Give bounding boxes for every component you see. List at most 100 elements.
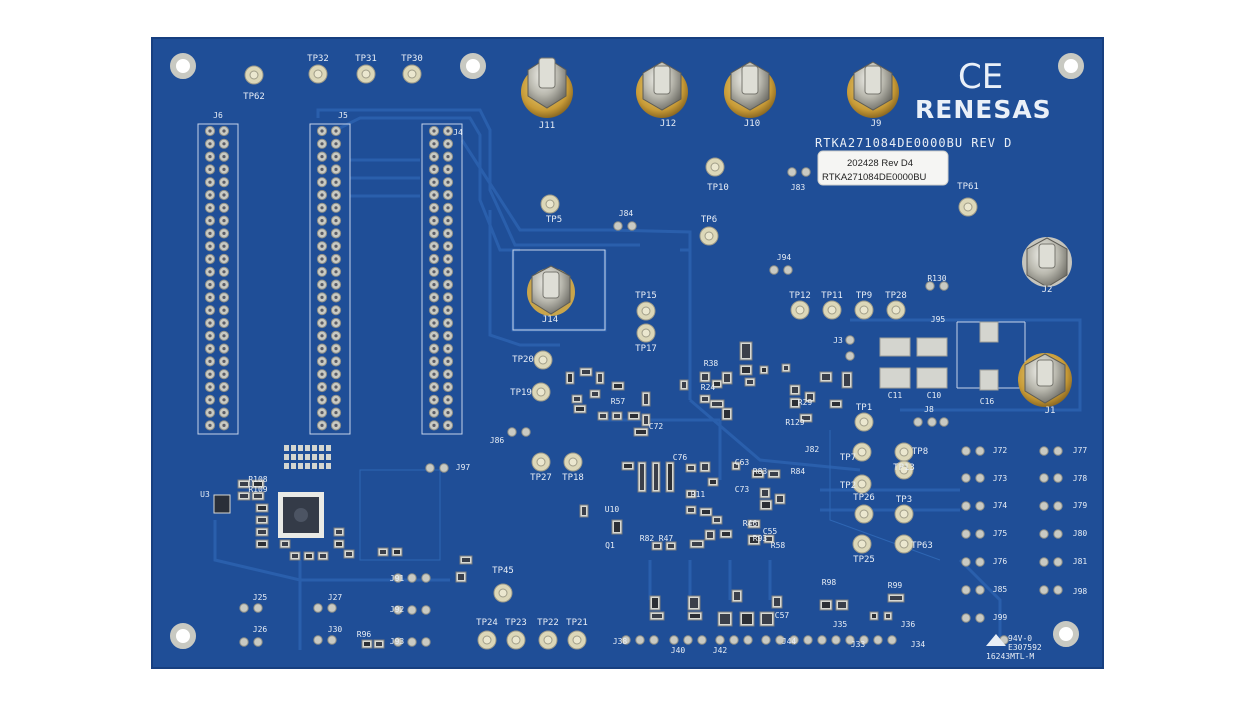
silk-label-tp17: TP17: [635, 344, 657, 354]
smd-pad: [319, 445, 324, 451]
header-pin: [1053, 501, 1063, 511]
smd-pad: [291, 463, 296, 469]
silk-label-tp15: TP15: [635, 291, 657, 301]
silk-label-j95: J95: [931, 315, 946, 324]
silk-label-j80: J80: [1073, 529, 1088, 538]
silk-label-j26: J26: [253, 625, 268, 634]
silk-label-j8: J8: [924, 405, 934, 414]
header-pin: [859, 635, 869, 645]
power-pads: [879, 321, 999, 391]
terminal-j10: [724, 61, 776, 118]
silk-label-tp24: TP24: [476, 618, 498, 628]
header-pin: [961, 557, 971, 567]
silk-label-j73: J73: [993, 474, 1008, 483]
header-pin: [313, 603, 323, 613]
header-pin: [845, 335, 855, 345]
silk-label-tp61: TP61: [957, 182, 979, 192]
silk-label-r129: R129: [785, 418, 804, 427]
silk-label-j93: J93: [390, 637, 405, 646]
sot-ic: [213, 494, 231, 514]
header-pin: [845, 635, 855, 645]
header-pin: [649, 635, 659, 645]
silk-label-j11: J11: [539, 121, 555, 131]
test-point-rings: [244, 64, 978, 650]
smd-pad: [291, 454, 296, 460]
silk-label-tp20: TP20: [512, 355, 534, 365]
smd-pad: [291, 445, 296, 451]
silk-label-tp2: TP2: [840, 481, 856, 491]
header-pin: [975, 613, 985, 623]
header-pin: [253, 603, 263, 613]
silk-label-r29: R29: [798, 398, 813, 407]
sticker-line1: 202428 Rev D4: [847, 158, 913, 169]
header-pin: [975, 473, 985, 483]
silk-label-j38: J38: [613, 637, 628, 646]
header-pin: [1053, 557, 1063, 567]
header-pin: [621, 635, 631, 645]
silk-label-j77: J77: [1073, 446, 1088, 455]
silk-label-r47: R47: [659, 534, 674, 543]
silk-label-j3: J3: [833, 336, 843, 345]
header-pin: [1039, 501, 1049, 511]
ce-mark: CE: [958, 57, 1003, 97]
silk-label-tp18: TP18: [562, 473, 584, 483]
header-pin: [327, 635, 337, 645]
silk-label-c10: C10: [927, 391, 942, 400]
serial-sticker: 202428 Rev D4 RTKA271084DE0000BU: [817, 150, 949, 186]
silk-label-r96: R96: [357, 630, 372, 639]
header-pin: [1053, 446, 1063, 456]
header-pin: [407, 637, 417, 647]
header-pin: [775, 635, 785, 645]
smd-pad: [326, 463, 331, 469]
silk-label-r130: R130: [927, 274, 946, 283]
silk-label-r38: R38: [704, 359, 719, 368]
header-pin: [393, 573, 403, 583]
silk-label-r46: R46: [743, 519, 758, 528]
header-pin: [761, 635, 771, 645]
smd-pad: [326, 445, 331, 451]
header-pin: [421, 573, 431, 583]
silk-label-j72: J72: [993, 446, 1008, 455]
silk-label-j30: J30: [328, 625, 343, 634]
silk-label-j81: J81: [1073, 557, 1088, 566]
header-pin: [407, 573, 417, 583]
silk-label-j35: J35: [833, 620, 848, 629]
header-pin: [939, 417, 949, 427]
silk-label-j9: J9: [871, 119, 882, 129]
header-pin: [961, 446, 971, 456]
header-pin: [961, 501, 971, 511]
header-pin: [975, 446, 985, 456]
silk-label-j2: J2: [1042, 285, 1053, 295]
smd-pad: [305, 445, 310, 451]
header-pin: [961, 613, 971, 623]
header-pin: [927, 417, 937, 427]
smd-pad: [319, 463, 324, 469]
header-pin: [697, 635, 707, 645]
silk-label-tp28: TP28: [885, 291, 907, 301]
silk-label-r108: R108: [248, 475, 267, 484]
silk-label-j33: J33: [851, 640, 866, 649]
header-pin: [1053, 585, 1063, 595]
header-pin: [683, 635, 693, 645]
header-pin: [887, 635, 897, 645]
silk-label-j98: J98: [1073, 587, 1088, 596]
renesas-logo: RENESAS: [915, 95, 1052, 124]
header-pin: [939, 281, 949, 291]
silk-label-tp6: TP6: [701, 215, 717, 225]
header-pin: [425, 463, 435, 473]
ul-file: E307592: [1008, 643, 1042, 652]
silk-label-tp12: TP12: [789, 291, 811, 301]
header-pin: [975, 529, 985, 539]
smd-pad: [284, 454, 289, 460]
silk-label-j6: J6: [213, 111, 223, 120]
silk-label-tp11: TP11: [821, 291, 843, 301]
smd-pad: [284, 463, 289, 469]
smd-pad: [305, 454, 310, 460]
silk-label-j12: J12: [660, 119, 676, 129]
silk-label-tp7: TP7: [840, 453, 856, 463]
smd-pad: [319, 454, 324, 460]
silk-label-j84: J84: [619, 209, 634, 218]
silk-label-tp62: TP62: [243, 92, 265, 102]
silk-label-tp63: TP63: [911, 541, 933, 551]
